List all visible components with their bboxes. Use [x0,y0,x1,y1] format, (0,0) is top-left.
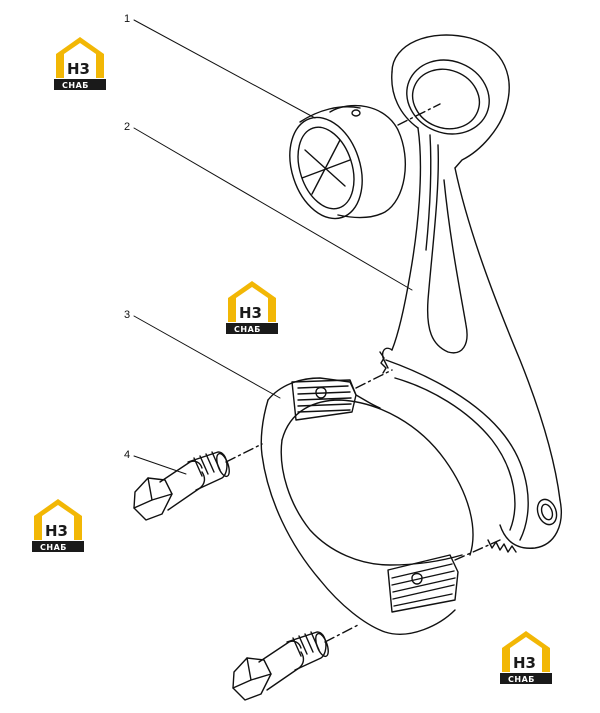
house-logo-icon: H3 СНАБ [54,37,106,90]
house-logo-icon: H3 СНАБ [32,499,84,552]
callout-4: 4 [124,449,130,461]
watermark-logo: H3 СНАБ [52,34,108,92]
callout-3: 3 [124,309,130,321]
watermark-logo: H3 СНАБ [30,496,86,554]
callout-2: 2 [124,121,130,133]
svg-text:H3: H3 [45,522,68,540]
svg-text:H3: H3 [513,654,536,672]
rod-cap-icon [260,369,501,635]
rod-bolt-icon [133,443,263,521]
svg-text:СНАБ: СНАБ [62,81,89,90]
rod-bolt-lower-icon [232,623,361,701]
bushing-icon [289,103,441,220]
house-logo-icon: H3 СНАБ [226,281,278,334]
watermark-logo: H3 СНАБ [224,278,280,336]
svg-text:H3: H3 [239,304,262,322]
leader-lines [133,19,413,475]
svg-text:СНАБ: СНАБ [234,325,261,334]
svg-text:СНАБ: СНАБ [40,543,67,552]
svg-text:СНАБ: СНАБ [508,675,535,684]
svg-text:H3: H3 [67,60,90,78]
watermark-logo: H3 СНАБ [498,628,554,686]
connecting-rod-icon [379,34,562,553]
callout-1: 1 [124,13,130,25]
house-logo-icon: H3 СНАБ [500,631,552,684]
